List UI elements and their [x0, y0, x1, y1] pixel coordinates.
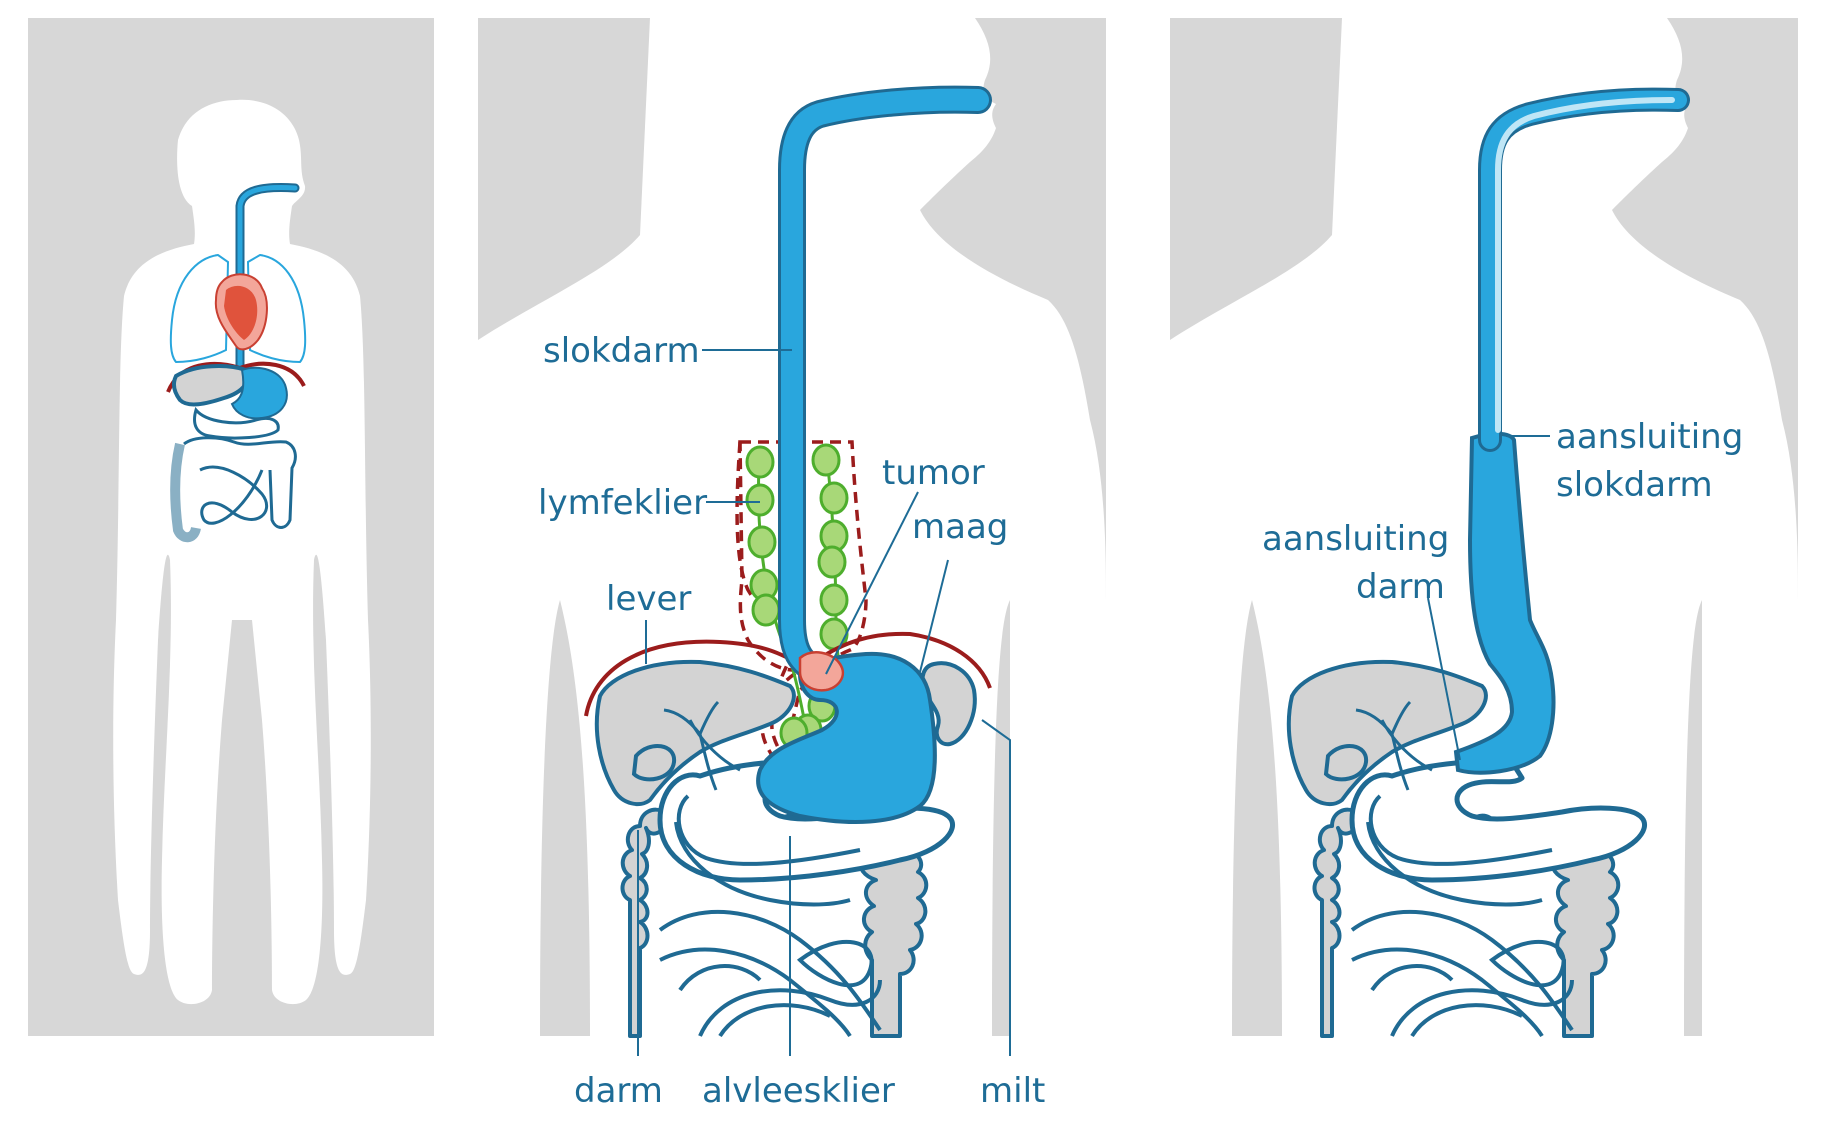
panel2-small-intestine — [658, 909, 882, 1038]
aansluiting-darm-leader — [1427, 597, 1461, 761]
label-lever: lever — [606, 579, 691, 619]
label-darm: darm — [574, 1071, 663, 1111]
label-maag: maag — [912, 507, 1008, 547]
stomach-organ — [756, 651, 937, 824]
lymph-node — [817, 545, 847, 579]
esophagus-organ — [781, 88, 989, 683]
before-surgery-panel: slokdarm lymfeklier tumor maag lever dar… — [478, 18, 1106, 1111]
lymph-nodes-right — [811, 443, 849, 651]
panel3-small-intestine — [1350, 909, 1574, 1038]
resection-margin — [738, 440, 888, 810]
gallbladder — [631, 743, 677, 782]
label-aansluiting-slokdarm-2: slokdarm — [1556, 465, 1713, 505]
label-tumor: tumor — [882, 453, 985, 493]
overview-panel — [28, 18, 434, 1036]
maag-leader — [919, 559, 949, 673]
label-milt: milt — [980, 1071, 1045, 1111]
gastric-tube — [1453, 431, 1556, 775]
overview-liver-icon — [171, 364, 250, 407]
milt-leader — [981, 719, 1011, 1056]
lymph-node — [751, 593, 781, 627]
panel3-duodenum — [1349, 758, 1647, 883]
overview-right-lung-icon — [246, 253, 307, 364]
label-lymfeklier: lymfeklier — [538, 483, 707, 523]
label-aansluiting-darm-1: aansluiting — [1262, 519, 1449, 559]
label-aansluiting-slokdarm-1: aansluiting — [1556, 417, 1743, 457]
lymph-node — [745, 445, 775, 479]
tumor-leader — [825, 491, 919, 675]
lymph-node — [745, 483, 775, 517]
lymph-node — [811, 443, 841, 477]
overview-intestines-icon — [170, 406, 297, 543]
after-surgery-panel: aansluiting slokdarm aansluiting darm — [1170, 18, 1798, 1038]
label-alvleesklier: alvleesklier — [702, 1071, 895, 1111]
overview-left-lung-icon — [169, 253, 230, 364]
lymph-node — [819, 583, 849, 617]
lymph-node — [819, 481, 849, 515]
label-slokdarm: slokdarm — [543, 331, 700, 371]
lymph-node — [747, 525, 777, 559]
label-aansluiting-darm-2: darm — [1356, 567, 1445, 607]
